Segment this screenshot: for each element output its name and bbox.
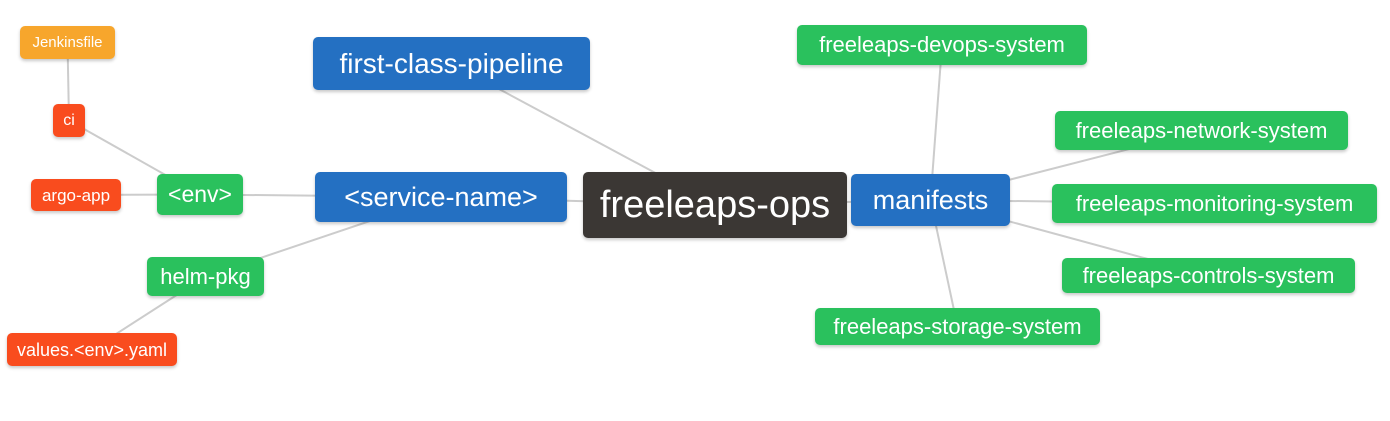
- node-freeleaps-network-system[interactable]: freeleaps-network-system: [1055, 111, 1348, 150]
- node-helm-pkg[interactable]: helm-pkg: [147, 257, 264, 296]
- node-freeleaps-storage-system[interactable]: freeleaps-storage-system: [815, 308, 1100, 345]
- node-manifests[interactable]: manifests: [851, 174, 1010, 226]
- node-freeleaps-devops-system[interactable]: freeleaps-devops-system: [797, 25, 1087, 65]
- node-jenkinsfile[interactable]: Jenkinsfile: [20, 26, 115, 59]
- node-freeleaps-ops[interactable]: freeleaps-ops: [583, 172, 847, 238]
- node-first-class-pipeline[interactable]: first-class-pipeline: [313, 37, 590, 90]
- node-env[interactable]: <env>: [157, 174, 243, 215]
- node-argo-app[interactable]: argo-app: [31, 179, 121, 211]
- node-service-name[interactable]: <service-name>: [315, 172, 567, 222]
- node-ci[interactable]: ci: [53, 104, 85, 137]
- node-freeleaps-monitoring-system[interactable]: freeleaps-monitoring-system: [1052, 184, 1377, 223]
- node-values-env-yaml[interactable]: values.<env>.yaml: [7, 333, 177, 366]
- node-freeleaps-controls-system[interactable]: freeleaps-controls-system: [1062, 258, 1355, 293]
